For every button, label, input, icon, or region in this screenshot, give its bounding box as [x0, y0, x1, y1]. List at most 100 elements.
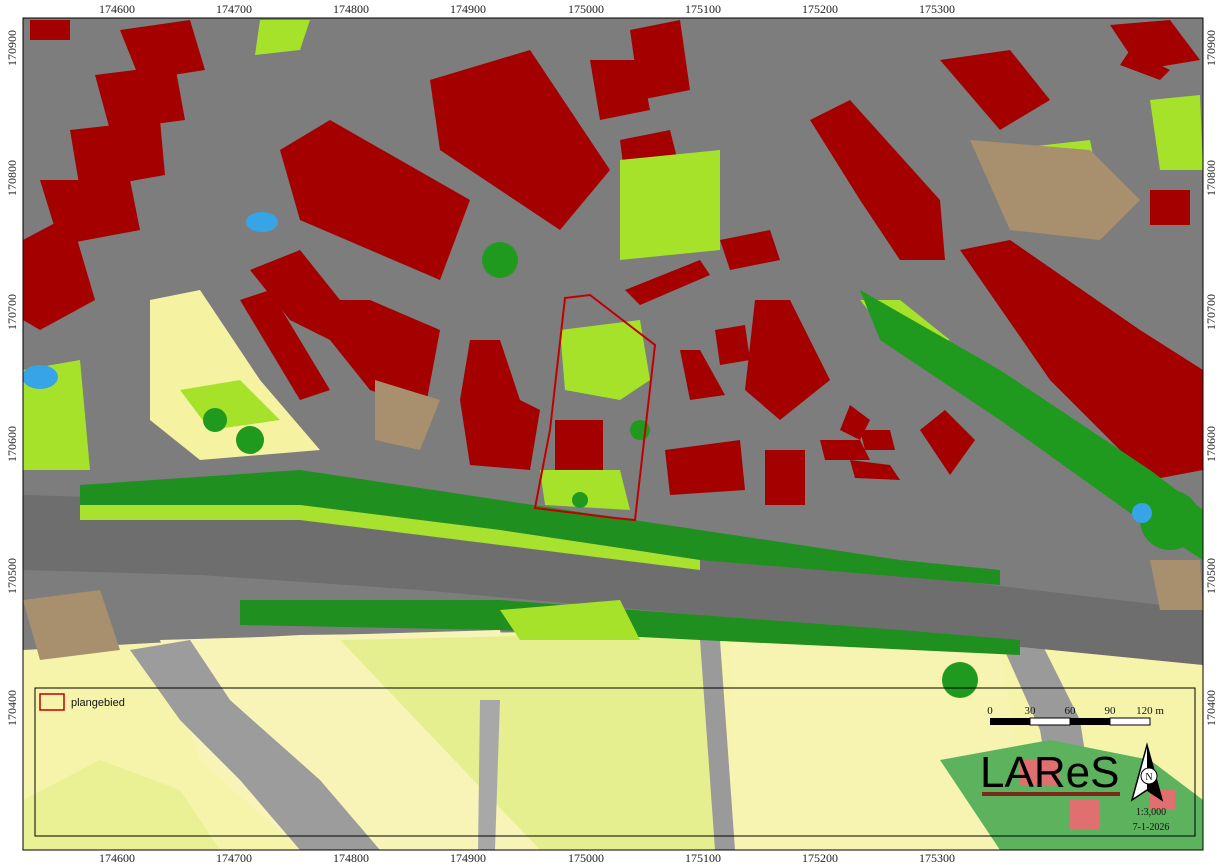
x-tick-top: 174700 — [216, 2, 252, 16]
north-arrow-icon: N — [1130, 742, 1164, 802]
building — [250, 250, 440, 410]
plangebied-outline — [533, 293, 657, 522]
map-date: 7-1-2026 — [1133, 822, 1170, 833]
main-road — [23, 495, 1203, 665]
building — [95, 65, 185, 130]
bare-area — [23, 590, 120, 660]
scale-bar: 0 30 60 90 120 m — [987, 705, 1164, 726]
building — [625, 260, 710, 305]
building — [850, 460, 900, 480]
grass-strip — [80, 505, 700, 570]
x-axis-bottom: 174600 174700 174800 174900 175000 17510… — [99, 851, 955, 865]
building — [1150, 190, 1190, 225]
x-tick-top: 175300 — [919, 2, 955, 16]
x-tick-bottom: 174900 — [450, 851, 486, 865]
y-axis-left: 170900 170800 170700 170600 170500 17040… — [5, 30, 19, 726]
bare-area — [1150, 560, 1203, 610]
grass-area — [500, 600, 640, 640]
x-tick-top: 175000 — [568, 2, 604, 16]
x-tick-bottom: 175300 — [919, 851, 955, 865]
road — [700, 640, 735, 850]
tree — [942, 662, 978, 698]
scale-label: 30 — [1025, 705, 1037, 717]
bare-area — [375, 380, 440, 450]
logo-underline — [982, 792, 1120, 796]
y-tick-left: 170400 — [5, 690, 19, 726]
building — [555, 420, 603, 470]
y-tick-right: 170900 — [1204, 30, 1218, 66]
building — [745, 300, 830, 420]
tree — [203, 408, 227, 432]
y-tick-right: 170500 — [1204, 558, 1218, 594]
x-tick-top: 174600 — [99, 2, 135, 16]
y-tick-left: 170700 — [5, 294, 19, 330]
scale-segment — [1029, 717, 1071, 726]
y-tick-left: 170500 — [5, 558, 19, 594]
building — [920, 410, 975, 475]
building — [810, 100, 945, 260]
field-area — [340, 632, 720, 850]
building — [240, 290, 330, 400]
x-tick-top: 175100 — [685, 2, 721, 16]
lares-logo: LAReS — [980, 748, 1119, 797]
x-tick-top: 174900 — [450, 2, 486, 16]
road — [130, 640, 380, 850]
grass-area — [560, 320, 650, 400]
grass-area — [620, 150, 720, 260]
tree-strip — [80, 470, 1000, 585]
water-body — [1132, 503, 1152, 523]
x-tick-top: 174800 — [333, 2, 369, 16]
bare-area — [970, 140, 1140, 240]
building — [720, 230, 780, 270]
building — [1120, 50, 1170, 80]
tree — [1140, 490, 1200, 550]
building — [280, 120, 470, 280]
y-tick-left: 170800 — [5, 160, 19, 196]
scale-segment — [1070, 718, 1110, 725]
y-tick-right: 170600 — [1204, 426, 1218, 462]
tree — [482, 242, 518, 278]
water-body — [246, 212, 278, 232]
building — [765, 450, 805, 505]
grass-area — [1150, 95, 1203, 170]
building — [665, 440, 745, 495]
field-area — [23, 760, 220, 850]
x-tick-bottom: 175200 — [802, 851, 838, 865]
y-tick-left: 170600 — [5, 426, 19, 462]
y-axis-right: 170900 170800 170700 170600 170500 17040… — [1204, 30, 1218, 726]
building — [1070, 800, 1100, 830]
tree — [572, 492, 588, 508]
bare-soil — [23, 140, 1203, 660]
building — [590, 60, 650, 120]
building — [680, 350, 725, 400]
x-tick-bottom: 175100 — [685, 851, 721, 865]
y-tick-left: 170900 — [5, 30, 19, 66]
building — [1020, 760, 1060, 785]
y-tick-right: 170800 — [1204, 160, 1218, 196]
water-body — [23, 365, 58, 389]
scale-label: 0 — [987, 705, 993, 717]
scale-ratio: 1:3,000 — [1136, 807, 1166, 818]
legend-frame — [34, 687, 1196, 837]
tree-canopy — [203, 242, 1203, 698]
building — [430, 50, 610, 230]
scale-segment — [990, 718, 1030, 725]
scale-segment — [1109, 717, 1151, 726]
land-cover-map — [23, 18, 1203, 850]
building — [23, 215, 95, 330]
x-tick-bottom: 174700 — [216, 851, 252, 865]
road — [478, 700, 500, 850]
legend-plangebied-swatch — [39, 693, 65, 711]
y-tick-right: 170400 — [1204, 690, 1218, 726]
tree — [236, 426, 264, 454]
building — [820, 440, 870, 460]
building — [860, 430, 895, 450]
buildings — [23, 20, 1203, 505]
x-tick-top: 175200 — [802, 2, 838, 16]
building — [460, 340, 540, 470]
north-label: N — [1145, 772, 1152, 783]
scale-label: 120 m — [1136, 705, 1164, 717]
building — [940, 50, 1050, 130]
y-tick-right: 170700 — [1204, 294, 1218, 330]
